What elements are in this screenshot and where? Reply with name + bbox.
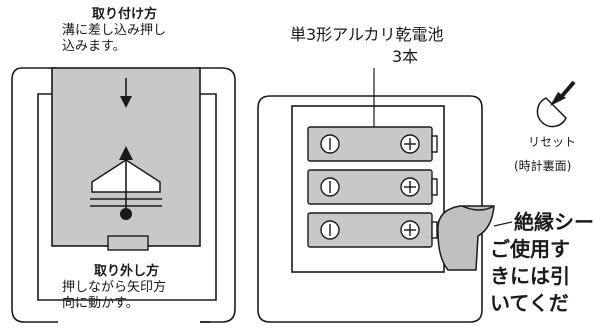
sheet-note-line-1: 絶縁シー <box>514 210 594 234</box>
battery-row-1 <box>307 126 438 162</box>
compartment-inner <box>291 105 445 273</box>
cover-illustration <box>11 67 236 323</box>
reset-button-icon <box>536 97 567 128</box>
battery-type-label: 単3形アルカリ乾電池 <box>290 25 444 44</box>
sheet-leader <box>493 221 513 227</box>
push-arrow-head <box>120 96 132 108</box>
reset-note: (時計裏面) <box>514 159 572 173</box>
cover-tab <box>107 235 149 251</box>
reset-button-illustration <box>536 80 576 128</box>
battery-row-3 <box>307 212 438 248</box>
slide-arrow-head <box>119 146 133 160</box>
slide-arrow-dot <box>120 208 132 220</box>
insulation-sheet <box>437 205 513 271</box>
install-title: 取り付け方 <box>92 7 158 22</box>
install-line-1: 溝に差し込み押し <box>62 23 167 38</box>
remove-line-2: 向に動かす。 <box>62 296 139 311</box>
sheet-note-line-3: きには引 <box>490 264 570 288</box>
remove-line-1: 押しながら矢印方 <box>62 280 167 295</box>
battery-count-label: 3本 <box>392 47 419 66</box>
sheet-note-line-4: いてくだ <box>490 291 569 315</box>
sheet-note-line-2: ご使用す <box>490 237 570 261</box>
clock-body-outline <box>11 67 58 323</box>
reset-label: リセット <box>528 135 577 149</box>
remove-title: 取り外し方 <box>94 264 160 279</box>
reset-pointer-shaft <box>560 80 576 98</box>
reset-pointer-head <box>550 92 566 106</box>
install-line-2: 込みます。 <box>62 39 126 54</box>
compartment-outer <box>257 95 483 323</box>
battery-row-2 <box>307 169 438 205</box>
